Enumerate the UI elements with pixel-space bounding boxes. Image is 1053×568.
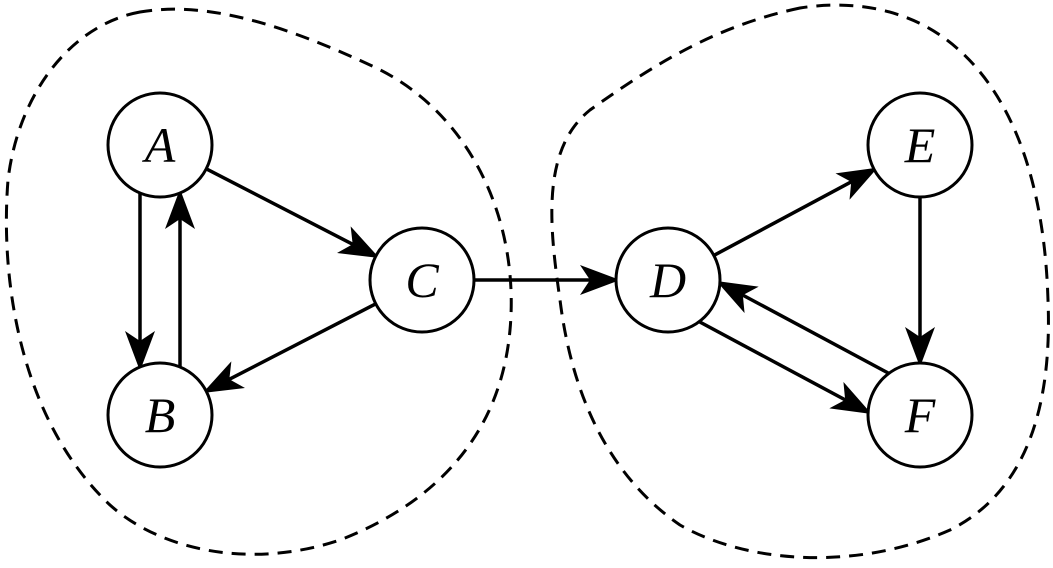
node-label: B [145, 387, 176, 443]
edge-f-to-d [716, 280, 890, 375]
edges-layer [125, 167, 935, 415]
node-circle [368, 226, 476, 334]
node-b: B [106, 361, 214, 469]
node-a: A [106, 91, 214, 199]
node-d: D [614, 226, 722, 334]
node-circle [106, 91, 214, 199]
edge-c-to-b [202, 302, 377, 394]
node-f: F [866, 361, 974, 469]
node-circle [106, 361, 214, 469]
node-label: E [904, 117, 936, 173]
node-c: C [368, 226, 476, 334]
node-circle [614, 226, 722, 334]
nodes-layer: A B C D E F [106, 91, 974, 469]
node-e: E [866, 91, 974, 199]
node-label: A [142, 117, 176, 173]
node-circle [866, 361, 974, 469]
edge-d-to-f [698, 320, 872, 415]
node-circle [866, 91, 974, 199]
cluster-left-outline [4, 7, 513, 556]
node-label: F [904, 387, 936, 443]
edge-a-to-c [205, 167, 380, 259]
edge-d-to-e [713, 167, 878, 257]
node-label: C [405, 252, 439, 308]
node-label: D [649, 252, 686, 308]
cluster-right-outline [550, 3, 1050, 560]
